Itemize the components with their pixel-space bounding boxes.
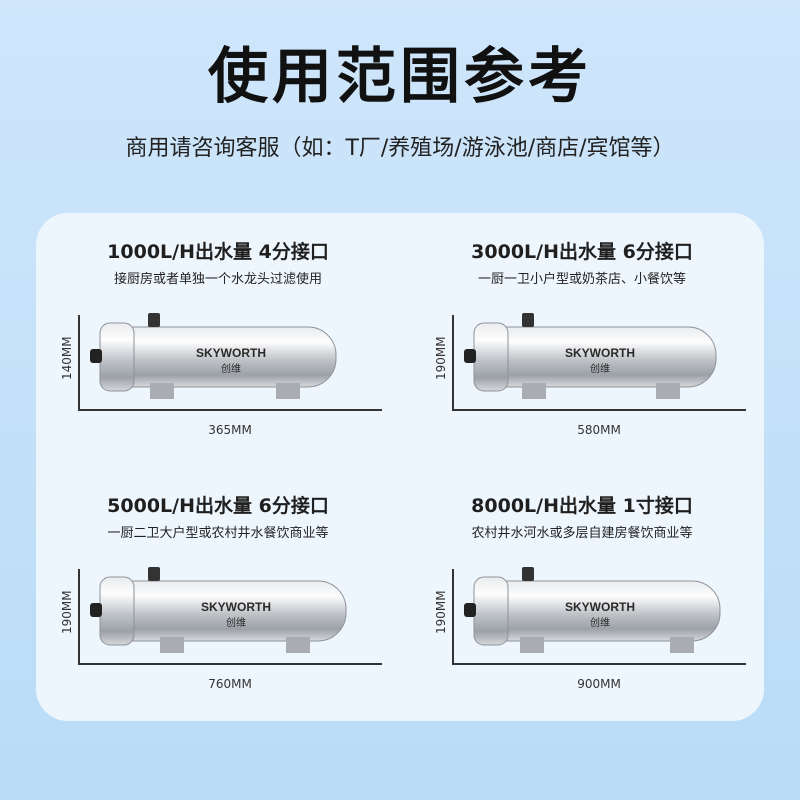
brand-logo: SKYWORTH [565, 346, 635, 360]
water-filter-image: SKYWORTH 创维 [464, 313, 717, 399]
product-title: 8000L/H出水量 1寸接口 [471, 495, 693, 517]
water-filter-image: SKYWORTH 创维 [90, 567, 347, 653]
product-card-4: 8000L/H出水量 1寸接口 农村井水河水或多层自建房餐饮商业等 190MM … [400, 467, 764, 721]
product-card-1: 1000L/H出水量 4分接口 接厨房或者单独一个水龙头过滤使用 140MM 3… [36, 213, 400, 467]
height-axis [452, 315, 454, 410]
product-card-3: 5000L/H出水量 6分接口 一厨二卫大户型或农村井水餐饮商业等 190MM … [36, 467, 400, 721]
brand-logo-cn: 创维 [590, 616, 610, 629]
length-label: 365MM [208, 423, 252, 437]
length-axis [78, 409, 382, 411]
height-label: 190MM [434, 336, 448, 380]
brand-logo: SKYWORTH [196, 346, 266, 360]
length-label: 580MM [577, 423, 621, 437]
product-description: 农村井水河水或多层自建房餐饮商业等 [471, 526, 693, 541]
brand-logo-cn: 创维 [590, 362, 610, 375]
product-title: 5000L/H出水量 6分接口 [107, 495, 329, 517]
product-description: 一厨一卫小户型或奶茶店、小餐饮等 [477, 272, 686, 287]
brand-logo-cn: 创维 [221, 362, 241, 375]
height-axis [78, 569, 80, 664]
brand-logo-cn: 创维 [226, 616, 246, 629]
length-axis [452, 409, 746, 411]
length-axis [452, 663, 746, 665]
water-filter-image: SKYWORTH 创维 [464, 567, 721, 653]
product-description: 一厨二卫大户型或农村井水餐饮商业等 [107, 526, 329, 541]
page-subtitle: 商用请咨询客服（如：T厂/养殖场/游泳池/商店/宾馆等） [125, 136, 675, 161]
page-title: 使用范围参考 [208, 42, 592, 112]
product-title: 1000L/H出水量 4分接口 [107, 241, 329, 263]
product-panel: 1000L/H出水量 4分接口 接厨房或者单独一个水龙头过滤使用 140MM 3… [36, 213, 764, 721]
height-label: 190MM [434, 590, 448, 634]
product-description: 接厨房或者单独一个水龙头过滤使用 [113, 272, 322, 287]
height-axis [452, 569, 454, 664]
brand-logo: SKYWORTH [201, 600, 271, 614]
length-label: 760MM [208, 677, 252, 691]
length-label: 900MM [577, 677, 621, 691]
product-title: 3000L/H出水量 6分接口 [471, 241, 693, 263]
water-filter-image: SKYWORTH 创维 [90, 313, 337, 399]
product-card-2: 3000L/H出水量 6分接口 一厨一卫小户型或奶茶店、小餐饮等 190MM 5… [400, 213, 764, 467]
height-axis [78, 315, 80, 410]
height-label: 190MM [60, 590, 74, 634]
length-axis [78, 663, 382, 665]
height-label: 140MM [60, 336, 74, 380]
brand-logo: SKYWORTH [565, 600, 635, 614]
